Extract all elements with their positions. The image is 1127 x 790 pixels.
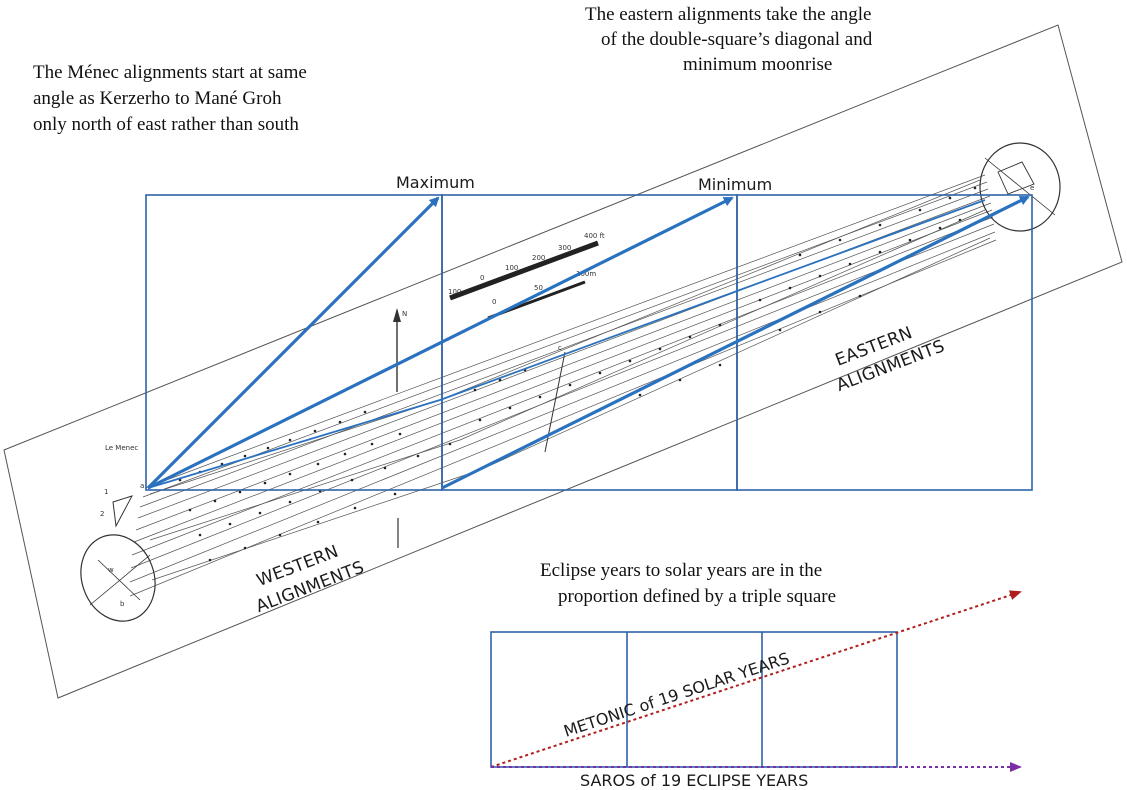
west-note: The Ménec alignments start at same angle… <box>33 62 307 135</box>
point-a-label: a <box>140 482 144 490</box>
west-note-line1: The Ménec alignments start at same <box>33 62 307 83</box>
scale-m-0: 0 <box>492 298 496 306</box>
scale-ft-4: 300 <box>558 244 571 252</box>
east-note-line3: minimum moonrise <box>683 54 832 75</box>
east-note-line1: The eastern alignments take the angle <box>585 4 871 25</box>
eastern-arrow <box>441 195 1030 490</box>
scale-ft-5: 400 ft <box>584 232 605 240</box>
plan-sheet-border <box>3 24 1123 699</box>
eclipse-note-line1: Eclipse years to solar years are in the <box>540 560 822 581</box>
maximum-arrow <box>146 196 440 490</box>
west-cromlech <box>80 534 156 622</box>
lower-triple-square <box>490 631 898 768</box>
maximum-label: Maximum <box>396 173 475 192</box>
legend-2: 2 <box>100 510 104 518</box>
minimum-label: Minimum <box>698 175 772 194</box>
point-b-label: b <box>120 600 125 608</box>
east-note: The eastern alignments take the angle of… <box>585 4 873 75</box>
scale-bar: 100 0 100 200 300 400 ft 0 50 100m <box>448 232 605 320</box>
east-cromlech <box>979 142 1061 232</box>
eclipse-note: Eclipse years to solar years are in the … <box>540 560 836 607</box>
north-label: N <box>402 310 407 318</box>
metonic-arrow <box>490 590 1022 768</box>
scale-m-1: 50 <box>534 284 543 292</box>
scale-ft-3: 200 <box>532 254 545 262</box>
saros-label: SAROS of 19 ECLIPSE YEARS <box>580 771 808 790</box>
point-c-label: c <box>558 344 562 352</box>
scale-ft-2: 100 <box>505 264 518 272</box>
point-w-label: w <box>108 566 114 574</box>
village-label: Le Menec <box>105 444 138 452</box>
legend-triangle <box>112 495 134 528</box>
eastern-label: EASTERN ALIGNMENTS <box>833 323 948 396</box>
scale-m-2: 100m <box>576 270 596 278</box>
scale-ft-0: 100 <box>448 288 461 296</box>
legend-1: 1 <box>104 488 108 496</box>
western-alignment-boundary <box>147 199 986 489</box>
stones <box>178 186 977 562</box>
metonic-label: METONIC of 19 SOLAR YEARS <box>561 649 791 741</box>
point-e-label: e <box>1030 184 1034 192</box>
eclipse-note-line2: proportion defined by a triple square <box>558 586 836 607</box>
western-label: WESTERN ALIGNMENTS <box>253 542 367 618</box>
east-note-line2: of the double-square’s diagonal and <box>601 29 873 50</box>
west-note-line2: angle as Kerzerho to Mané Groh <box>33 88 282 109</box>
scale-ft-1: 0 <box>480 274 484 282</box>
west-note-line3: only north of east rather than south <box>33 114 299 135</box>
minimum-arrow <box>147 196 734 490</box>
